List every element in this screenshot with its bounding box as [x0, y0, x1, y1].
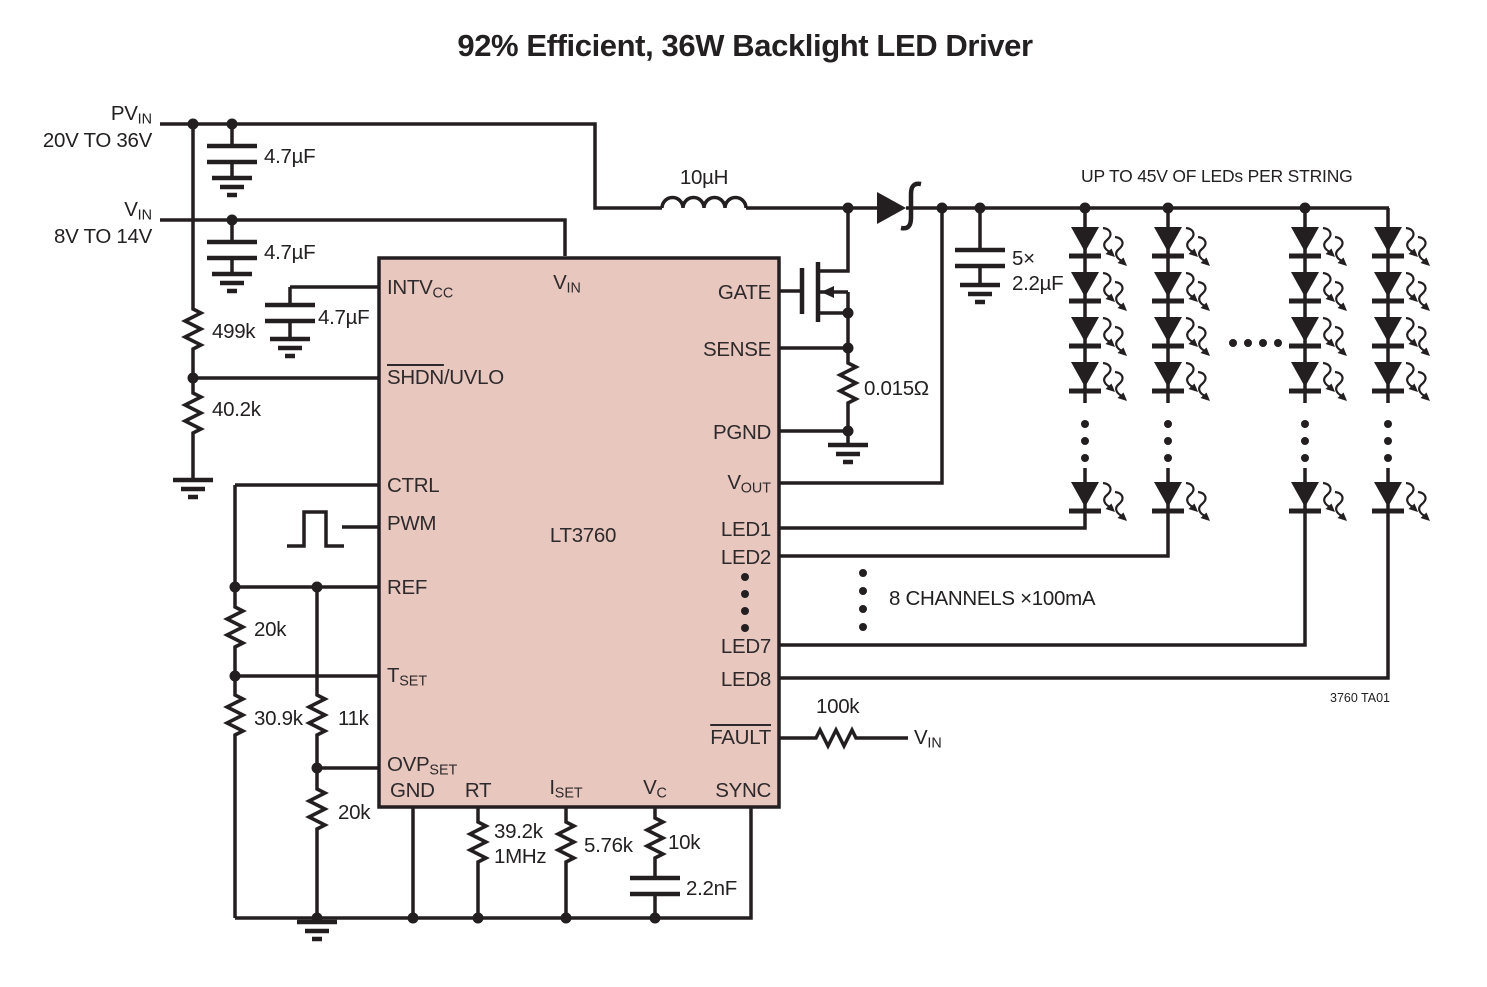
c-vc-value: 2.2nF — [686, 877, 737, 900]
pin-vc: VC — [643, 776, 667, 802]
inductor-value: 10µH — [679, 166, 729, 189]
output-capacitor-bank — [955, 208, 1005, 302]
led-string-7 — [779, 208, 1347, 647]
pin-vout: VOUT — [727, 471, 771, 497]
pin-ref: REF — [387, 576, 428, 599]
channels-note: 8 CHANNELS ×100mA — [889, 587, 1096, 610]
r-ref-top-value: 20k — [254, 618, 287, 641]
r-ovp-top-value: 11k — [338, 707, 369, 730]
r-rt-value: 39.2k 1MHz — [494, 820, 547, 868]
channels-note-dots — [859, 569, 867, 631]
feedback-divider-network — [225, 483, 379, 918]
pin-rt: RT — [464, 779, 492, 802]
rt-resistor — [468, 807, 488, 918]
boost-inductor — [660, 195, 748, 209]
cap-pvin-value: 4.7µF — [264, 145, 316, 168]
sense-resistor — [779, 342, 868, 463]
pin-pwm: PWM — [387, 512, 437, 535]
ic-part-number: LT3760 — [549, 524, 617, 547]
fault-pullup-rail-label: VIN — [914, 726, 942, 752]
pvin-input-capacitor — [207, 124, 257, 195]
pin-ctrl: CTRL — [387, 474, 440, 497]
fault-pullup-resistor — [779, 728, 908, 748]
r-ovp-bottom-value: 20k — [338, 801, 371, 824]
led-string-8 — [779, 208, 1430, 680]
uvlo-divider — [173, 124, 379, 497]
cap-vin-value: 4.7µF — [264, 241, 316, 264]
r-ref-bottom-value: 30.9k — [254, 707, 303, 730]
page-title: 92% Efficient, 36W Backlight LED Driver — [457, 28, 1033, 63]
pin-iset: ISET — [549, 776, 583, 802]
r-vc-value: 10k — [668, 831, 701, 854]
pwm-pulse-symbol — [287, 510, 379, 548]
pin-led8: LED8 — [720, 668, 771, 691]
schottky-diode — [877, 181, 1389, 231]
pin-ovpset: OVPSET — [387, 753, 458, 779]
bottom-ground-rail — [235, 807, 753, 939]
r-uvlo-bottom-value: 40.2k — [212, 398, 261, 421]
r-iset-value: 5.76k — [584, 834, 633, 857]
pin-tset: TSET — [387, 664, 428, 690]
pin-sense: SENSE — [703, 338, 771, 361]
led-string-2 — [779, 208, 1210, 558]
doc-reference: 3760 TA01 — [1330, 691, 1391, 705]
iset-resistor — [556, 807, 576, 918]
intvcc-capacitor — [265, 285, 379, 356]
led-string-1 — [779, 208, 1127, 530]
pvin-input-label: PVIN 20V TO 36V — [42, 102, 152, 153]
pin-fault: FAULT — [710, 726, 771, 749]
vin-input-capacitor — [207, 220, 257, 291]
r-fault-value: 100k — [816, 695, 860, 718]
power-mosfet — [779, 202, 854, 360]
pin-led1: LED1 — [720, 518, 771, 541]
ic-lt3760-body — [377, 256, 781, 809]
vin-rail — [160, 214, 567, 256]
r-uvlo-top-value: 499k — [212, 320, 256, 343]
pvin-rail — [160, 118, 877, 210]
more-strings-dots — [1229, 339, 1282, 347]
pin-intvcc: INTVCC — [387, 276, 454, 302]
vout-wire — [779, 208, 944, 485]
pin-sync: SYNC — [715, 779, 771, 802]
pin-gate: GATE — [717, 281, 771, 304]
cap-intvcc-value: 4.7µF — [318, 306, 370, 329]
vc-compensation — [630, 807, 680, 918]
pin-led7: LED7 — [720, 635, 771, 658]
output-cap-value: 5× 2.2µF — [1012, 247, 1064, 295]
led-string-note: UP TO 45V OF LEDs PER STRING — [1081, 166, 1353, 186]
vin-input-label: VIN 8V TO 14V — [54, 198, 152, 249]
pin-gnd: GND — [390, 779, 435, 802]
pin-shdn-uvlo: SHDN/UVLO — [387, 366, 504, 389]
pin-vin: VIN — [553, 271, 581, 297]
r-sense-value: 0.015Ω — [864, 377, 929, 400]
pin-led2: LED2 — [720, 546, 771, 569]
pin-pgnd: PGND — [712, 421, 771, 444]
